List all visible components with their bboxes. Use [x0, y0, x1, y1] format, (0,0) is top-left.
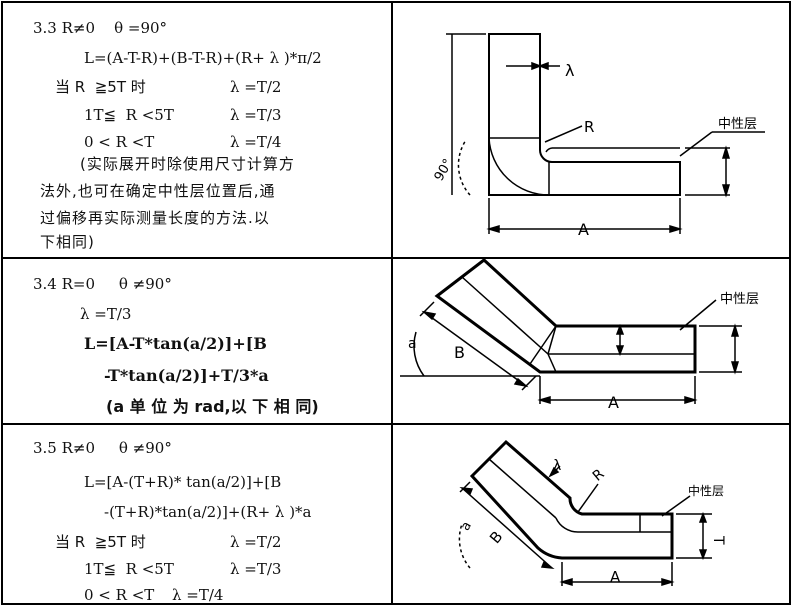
row2-bent-part [400, 258, 742, 405]
row2-heading: 3.4 R=0 θ ≠90° [33, 275, 172, 293]
row3-condition-1: 当 R ≧5T 时 [55, 533, 146, 551]
row3-formula-line-1: L=[A-(T+R)* tan(a/2)]+[B [84, 473, 282, 491]
row3-condition-1-value: λ =T/2 [230, 533, 282, 551]
row3-label-lambda: λ [553, 458, 561, 474]
row3-condition-2-value: λ =T/3 [230, 560, 282, 578]
row2-label-neutral: 中性层 [720, 292, 759, 307]
row3-condition-2: 1T≦ R <5T [84, 560, 174, 578]
row1-note-line-1: (实际展开时除使用尺寸计算方 [80, 155, 295, 173]
row3-label-t: T [710, 535, 726, 545]
row2-formula-line-2: -T*tan(a/2)]+T/3*a [104, 366, 269, 385]
row2-lambda: λ =T/3 [80, 305, 132, 323]
row1-condition-1: 当 R ≧5T 时 [55, 78, 146, 96]
row-divider-1 [3, 257, 789, 259]
row1-label-r: R [584, 118, 594, 136]
row3-bent-part [458, 439, 712, 587]
row3-label-b: B [486, 528, 506, 547]
row2-formula-line-1: L=[A-T*tan(a/2)]+[B [84, 334, 267, 353]
row1-condition-2: 1T≦ R <5T [84, 106, 174, 124]
row1-note-line-3: 过偏移再实际测量长度的方法.以 [40, 209, 270, 227]
row1-condition-3-value: λ =T/4 [230, 133, 282, 151]
row-divider-2 [3, 423, 789, 425]
row1-label-lambda: λ [565, 61, 574, 80]
row3-label-r: R [590, 466, 608, 485]
row2-label-b: B [454, 343, 465, 362]
row3-condition-3: 0 < R <T [84, 586, 155, 604]
row2-label-angle: a [408, 336, 417, 352]
row1-note-line-4: 下相同) [40, 233, 95, 251]
row1-condition-1-value: λ =T/2 [230, 78, 282, 96]
row3-formula-line-2: -(T+R)*tan(a/2)]+(R+ λ )*a [104, 503, 312, 521]
row3-heading: 3.5 R≠0 θ ≠90° [33, 439, 172, 457]
row1-label-a: A [578, 220, 589, 239]
row2-label-a: A [608, 393, 619, 412]
row1-note-line-2: 法外,也可在确定中性层位置后,通 [40, 182, 276, 200]
row1-condition-3: 0 < R <T [84, 133, 155, 151]
row3-label-a: A [610, 568, 621, 586]
column-divider [391, 3, 393, 603]
row1-formula: L=(A-T-R)+(B-T-R)+(R+ λ )*π/2 [84, 49, 322, 67]
row3-condition-3-value: λ =T/4 [172, 586, 224, 604]
row1-bent-part [446, 33, 765, 234]
row1-heading: 3.3 R≠0 θ =90° [33, 19, 168, 37]
row1-condition-2-value: λ =T/3 [230, 106, 282, 124]
row1-label-neutral: 中性层 [718, 117, 757, 132]
row2-note: (a 单 位 为 rad,以 下 相 同) [106, 397, 319, 416]
row3-label-neutral: 中性层 [688, 483, 724, 498]
row3-label-angle: a [458, 519, 475, 533]
